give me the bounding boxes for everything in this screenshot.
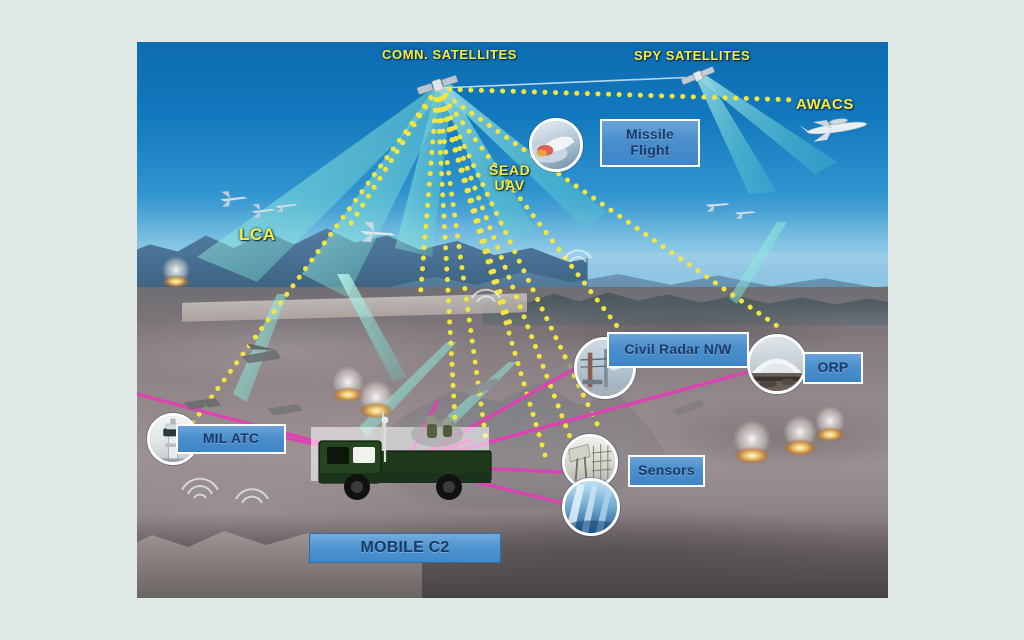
sonar-array-photo-bubble xyxy=(562,478,620,536)
network-centric-warfare-image: COMN. SATELLITES SPY SATELLITES AWACS SE… xyxy=(137,42,888,598)
callout-missile-flight[interactable]: Missile Flight xyxy=(600,119,700,167)
mobile-c2-truck xyxy=(311,411,492,500)
callout-civil-radar[interactable]: Civil Radar N/W xyxy=(607,332,749,368)
spy-satellite-icon xyxy=(681,66,715,85)
stealth-aircraft-icons xyxy=(183,342,706,416)
label-awacs: AWACS xyxy=(796,96,855,113)
radar-ripple-icons xyxy=(181,249,592,504)
label-lca: LCA xyxy=(239,225,276,244)
operator-cluster xyxy=(411,415,463,447)
intersatellite-link xyxy=(439,76,698,89)
comn-satellite-icon xyxy=(416,75,459,95)
explosion-icons xyxy=(162,256,845,463)
callout-orp[interactable]: ORP xyxy=(803,352,863,384)
satellite-beams xyxy=(197,76,837,297)
orp-photo-bubble xyxy=(747,334,807,394)
link-overlay xyxy=(137,66,867,506)
callout-sensors[interactable]: Sensors xyxy=(628,455,705,487)
label-sead-uav: SEAD UAV xyxy=(489,162,531,193)
satellite-dotted-links xyxy=(183,86,800,458)
callout-mil-atc[interactable]: MIL ATC xyxy=(176,424,286,454)
missile-flight-photo-bubble xyxy=(529,118,583,172)
c2-antenna-mast xyxy=(381,416,389,462)
label-spy-satellites: SPY SATELLITES xyxy=(634,48,751,63)
callout-mobile-c2[interactable]: MOBILE C2 xyxy=(309,533,501,563)
label-comn-satellites: COMN. SATELLITES xyxy=(382,47,518,62)
awacs-aircraft-icon xyxy=(799,118,867,142)
